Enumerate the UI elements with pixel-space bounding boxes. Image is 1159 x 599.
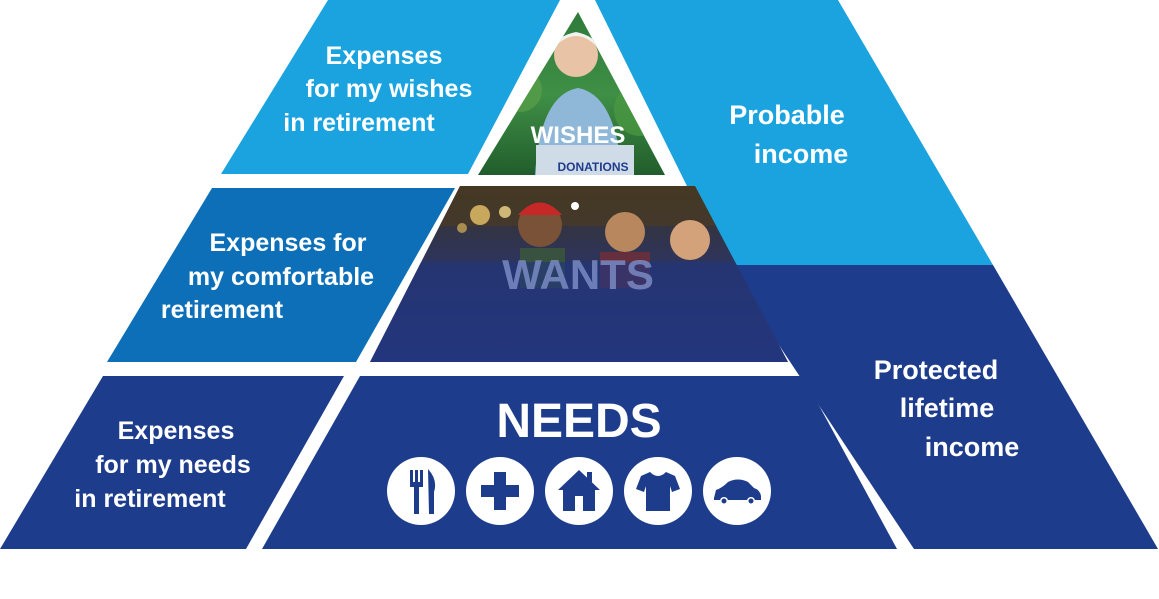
needs-expense-band xyxy=(0,376,344,549)
protected-income-line-1: Protected xyxy=(874,355,999,385)
house-icon xyxy=(545,457,613,525)
wants-expense-band xyxy=(107,188,455,362)
fork-knife-icon xyxy=(387,457,455,525)
probable-income-line-1: Probable xyxy=(729,100,845,130)
wants-expense-line-2: my comfortable xyxy=(188,263,374,291)
shirt-icon xyxy=(624,457,692,525)
protected-income-band xyxy=(726,265,1158,549)
wishes-expense-line-3: in retirement xyxy=(283,109,435,137)
wishes-expense-band xyxy=(221,0,560,174)
wants-expense-line-3: retirement xyxy=(161,296,284,324)
wants-expense-line-1: Expenses for xyxy=(209,229,366,257)
wishes-label: WISHES xyxy=(531,122,626,149)
probable-income-line-2: income xyxy=(754,139,849,169)
donations-sign-text: DONATIONS xyxy=(557,160,628,174)
wishes-expense-line-1: Expenses xyxy=(326,42,443,70)
medical-cross-icon xyxy=(466,457,534,525)
needs-expense-line-3: in retirement xyxy=(74,485,226,513)
wants-label: WANTS xyxy=(502,251,654,298)
protected-income-line-3: income xyxy=(925,432,1020,462)
needs-label: NEEDS xyxy=(496,395,661,448)
protected-income-line-2: lifetime xyxy=(900,393,995,423)
wishes-expense-line-2: for my wishes xyxy=(306,75,473,103)
needs-expense-line-2: for my needs xyxy=(95,451,251,479)
needs-expense-line-1: Expenses xyxy=(118,417,235,445)
car-icon xyxy=(703,457,771,525)
